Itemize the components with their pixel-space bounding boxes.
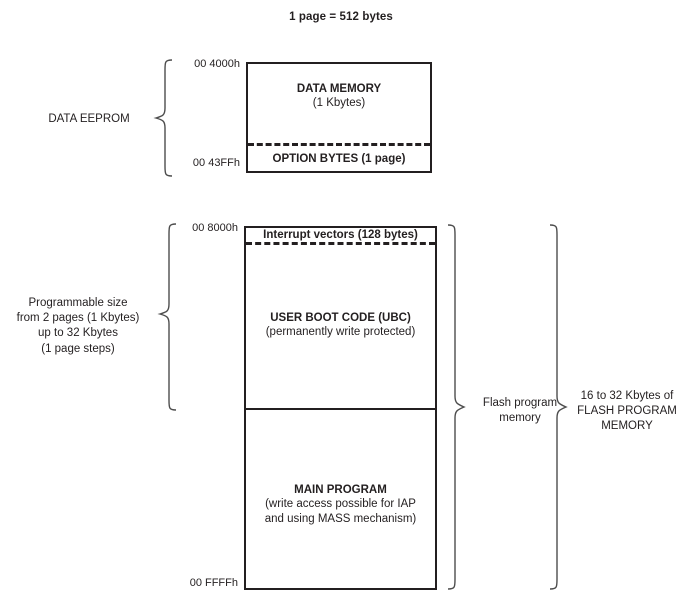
programmable-size-line-4: (1 page steps) — [41, 342, 115, 355]
flash-address-top: 00 8000h — [192, 222, 238, 234]
interrupt-vectors-label: Interrupt vectors (128 bytes) — [263, 229, 418, 241]
programmable-size-line-2: from 2 pages (1 Kbytes) — [16, 312, 140, 325]
programmable-size-label: Programmable size from 2 pages (1 Kbytes… — [6, 296, 150, 357]
option-bytes-divider — [248, 143, 430, 146]
interrupt-vectors-divider — [246, 242, 435, 245]
programmable-size-brace — [156, 222, 178, 412]
programmable-size-line-1: Programmable size — [28, 297, 128, 309]
eeprom-address-top: 00 4000h — [194, 58, 240, 70]
flash-capacity-brace — [548, 222, 572, 594]
main-program-subtitle: (write access possible for IAP and using… — [244, 497, 437, 526]
data-memory-size: (1 Kbytes) — [312, 97, 366, 109]
main-program-title: MAIN PROGRAM — [294, 484, 387, 496]
main-program-sub-line-2: and using MASS mechanism) — [264, 512, 417, 525]
data-memory-title: DATA MEMORY — [296, 83, 382, 95]
data-eeprom-box — [246, 62, 432, 173]
ubc-main-program-divider — [244, 408, 437, 410]
flash-capacity-line-1: 16 to 32 Kbytes of — [580, 390, 674, 402]
flash-program-memory-line-1: Flash program — [482, 397, 558, 409]
data-eeprom-brace — [152, 58, 174, 178]
flash-program-memory-line-2: memory — [499, 412, 541, 425]
eeprom-address-bottom: 00 43FFh — [192, 157, 240, 169]
flash-capacity-label: 16 to 32 Kbytes of FLASH PROGRAM MEMORY — [572, 389, 682, 435]
data-eeprom-label: DATA EEPROM — [48, 113, 130, 125]
user-boot-code-title: USER BOOT CODE (UBC) — [270, 312, 411, 324]
flash-program-memory-brace — [446, 222, 468, 594]
flash-capacity-line-2: FLASH PROGRAM — [577, 405, 677, 418]
flash-program-memory-label: Flash program memory — [470, 396, 570, 426]
user-boot-code-subtitle: (permanently write protected) — [265, 326, 416, 338]
diagram-title: 1 page = 512 bytes — [289, 11, 393, 23]
main-program-sub-line-1: (write access possible for IAP — [265, 498, 416, 510]
option-bytes-label: OPTION BYTES (1 page) — [272, 153, 406, 165]
flash-address-bottom: 00 FFFFh — [189, 577, 238, 589]
flash-capacity-line-3: MEMORY — [601, 420, 653, 433]
programmable-size-line-3: up to 32 Kbytes — [38, 327, 118, 340]
